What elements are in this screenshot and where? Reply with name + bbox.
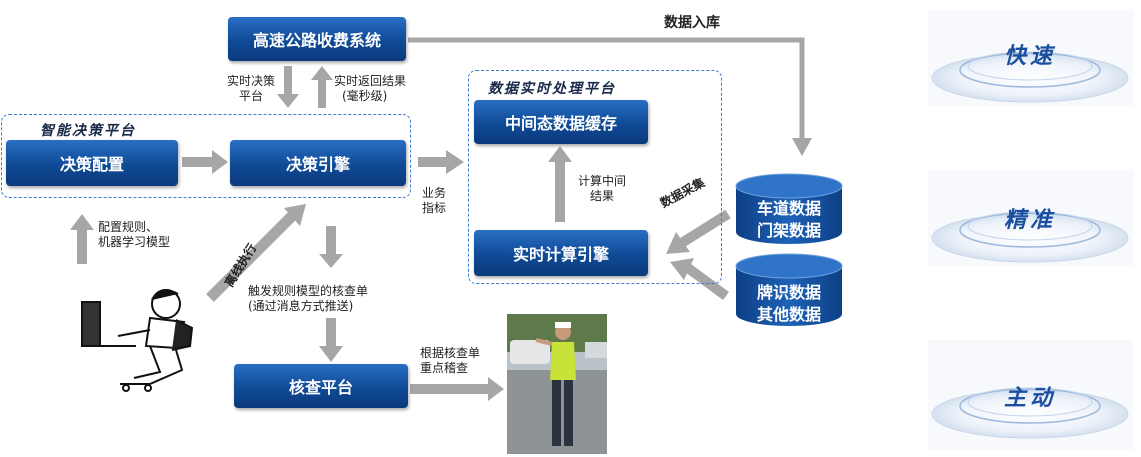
business-metrics-label: 业务指标 [422,186,447,215]
badge-active [928,340,1133,450]
data-storage-arrow [408,37,805,140]
smart-decision-platform-title: 智能决策平台 [40,123,136,139]
badge-fast-text: 快速 [1003,44,1056,69]
toll-system-box: 高速公路收费系统 [228,17,406,61]
realtime-decision-label: 实时决策平台 [226,74,275,103]
up-arrow-head [311,66,333,80]
trigger-check-label: 触发规则模型的核查单(通过消息方式推送) [248,284,369,313]
badge-fast [928,10,1133,106]
plate-database-label: 牌识数据其他数据 [756,283,821,324]
key-inspection-label: 根据核查单重点稽查 [420,346,481,375]
up-arrow-shaft [318,78,326,108]
badge-precise [928,170,1133,266]
decision-engine-box: 决策引擎 [230,140,406,186]
realtime-engine-box: 实时计算引擎 [474,230,648,276]
badge-active-text: 主动 [1003,386,1056,411]
lane-database-cylinder [735,173,843,244]
lane-database-label: 车道数据门架数据 [756,199,821,240]
intermediate-cache-box: 中间态数据缓存 [474,100,648,144]
operator-illustration [81,289,194,392]
plate-database-cylinder [735,253,843,326]
realtime-processing-platform [468,70,722,284]
realtime-processing-platform-title: 数据实时处理平台 [488,81,616,97]
check-platform-box: 核查平台 [234,364,408,408]
decision-config-box: 决策配置 [6,140,178,186]
realtime-return-label: 实时返回结果(毫秒级) [334,74,407,103]
badge-precise-text: 精准 [1003,208,1056,233]
down-arrow-head [277,94,299,108]
smart-decision-platform [1,114,411,198]
config-rules-label: 配置规则、机器学习模型 [98,220,171,249]
officer-photo [507,314,607,454]
data-storage-label: 数据入库 [664,15,720,31]
intermediate-result-label: 计算中间结果 [577,174,626,203]
data-storage-arrowhead [792,138,812,156]
down-arrow-shaft [284,66,292,96]
